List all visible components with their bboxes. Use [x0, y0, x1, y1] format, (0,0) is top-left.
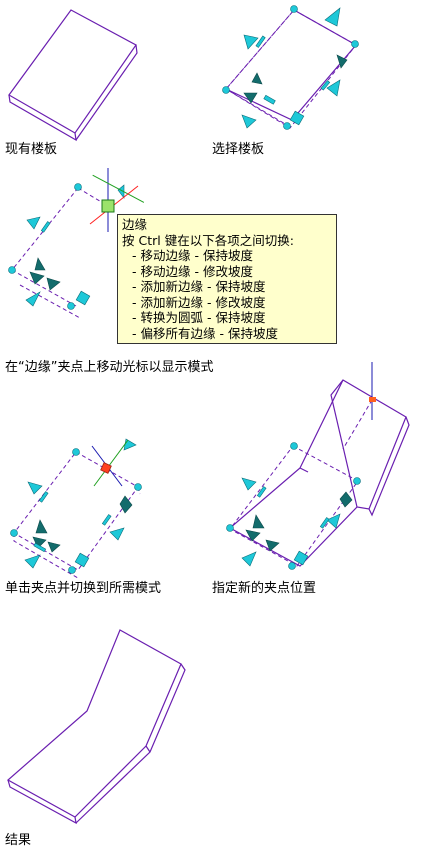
vertex-grip[interactable]: [290, 5, 298, 13]
square-grip[interactable]: [75, 290, 91, 306]
vertex-grip[interactable]: [353, 477, 361, 485]
edge-grip[interactable]: [326, 513, 341, 529]
triangle-grip[interactable]: [46, 277, 61, 291]
edge-grip[interactable]: [123, 438, 137, 451]
selected-slab: [222, 5, 359, 130]
tooltip-item: - 添加新边缘 - 保持坡度: [132, 279, 266, 294]
bar-grip[interactable]: [33, 542, 47, 553]
caption-click: 单击夹点并切换到所需模式: [5, 581, 162, 596]
tooltip-subtitle: 按 Ctrl 键在以下各项之间切换:: [122, 232, 294, 248]
bar-grip[interactable]: [255, 35, 266, 48]
edge-grip-tooltip: 边缘 按 Ctrl 键在以下各项之间切换: - 移动边缘 - 保持坡度 - 移动…: [117, 214, 337, 344]
square-grip[interactable]: [293, 550, 309, 566]
diamond-grip[interactable]: [119, 495, 133, 514]
triangle-grip[interactable]: [252, 514, 265, 529]
triangle-grip[interactable]: [251, 72, 263, 85]
tooltip-item: - 偏移所有边缘 - 保持坡度: [132, 325, 278, 341]
triangle-grip[interactable]: [245, 529, 261, 542]
specify-slab: [226, 362, 410, 570]
square-grip[interactable]: [289, 110, 305, 126]
vertex-grip[interactable]: [222, 86, 230, 94]
edge-grip[interactable]: [241, 551, 257, 567]
vertex-grip[interactable]: [74, 183, 82, 191]
caption-hover: 在“边缘”夹点上移动光标以显示模式: [5, 360, 214, 375]
vertex-grip[interactable]: [68, 566, 76, 574]
triangle-grip[interactable]: [336, 54, 348, 69]
edge-grip[interactable]: [243, 34, 259, 50]
crosshair-horizontal: [92, 174, 145, 203]
edge-grip[interactable]: [25, 291, 41, 307]
tooltip-item: - 移动边缘 - 修改坡度: [132, 263, 253, 279]
edge-grip[interactable]: [241, 477, 257, 491]
vertex-grip[interactable]: [226, 524, 234, 532]
triangle-grip[interactable]: [35, 519, 48, 534]
vertex-grip[interactable]: [72, 448, 80, 456]
stretch-guide: [342, 399, 373, 450]
bar-grip[interactable]: [263, 94, 276, 105]
triangle-grip[interactable]: [265, 539, 280, 552]
moving-grip[interactable]: [369, 397, 376, 402]
edge-grip[interactable]: [26, 216, 41, 230]
tooltip-title: 边缘: [122, 217, 148, 232]
click-slab: [10, 438, 142, 579]
square-grip[interactable]: [74, 552, 90, 568]
vertex-grip[interactable]: [283, 122, 291, 130]
existing-slab: [8, 9, 138, 142]
caption-select: 选择楼板: [212, 142, 265, 157]
caption-result: 结果: [5, 833, 32, 848]
vertex-grip[interactable]: [10, 529, 18, 537]
hovered-edge-grip[interactable]: [101, 199, 115, 213]
triangle-grip[interactable]: [32, 536, 47, 549]
vertex-grip[interactable]: [288, 562, 296, 570]
bar-grip[interactable]: [40, 221, 51, 233]
tooltip-item: - 转换为圆弧 - 保持坡度: [132, 310, 266, 325]
vertex-grip[interactable]: [351, 40, 359, 48]
diamond-grip[interactable]: [339, 491, 353, 508]
edge-grip[interactable]: [326, 79, 341, 97]
result-slab: [6, 629, 186, 825]
edge-grip[interactable]: [27, 481, 43, 495]
vertex-grip[interactable]: [67, 302, 75, 310]
triangle-grip[interactable]: [243, 92, 258, 104]
bar-grip[interactable]: [38, 491, 49, 503]
hover-slab: [8, 168, 145, 319]
edge-grip[interactable]: [24, 554, 41, 569]
caption-specify: 指定新的夹点位置: [212, 581, 317, 596]
triangle-grip[interactable]: [34, 257, 46, 271]
vertex-grip[interactable]: [134, 483, 142, 491]
bar-grip[interactable]: [319, 517, 330, 529]
bar-grip[interactable]: [256, 486, 267, 498]
triangle-grip[interactable]: [47, 541, 61, 553]
edge-grip[interactable]: [324, 7, 341, 27]
vertex-grip[interactable]: [8, 266, 16, 274]
bar-grip[interactable]: [320, 80, 331, 91]
caption-existing: 现有楼板: [5, 142, 58, 157]
vertex-grip[interactable]: [290, 442, 298, 450]
tooltip-item: - 移动边缘 - 保持坡度: [132, 248, 253, 263]
bar-grip[interactable]: [101, 514, 112, 526]
tooltip-item: - 添加新边缘 - 修改坡度: [132, 294, 266, 310]
crosshair-line: [93, 439, 129, 487]
active-grip[interactable]: [100, 462, 112, 474]
triangle-grip[interactable]: [29, 271, 45, 285]
edge-grip[interactable]: [109, 527, 125, 541]
edge-grip[interactable]: [241, 114, 257, 129]
